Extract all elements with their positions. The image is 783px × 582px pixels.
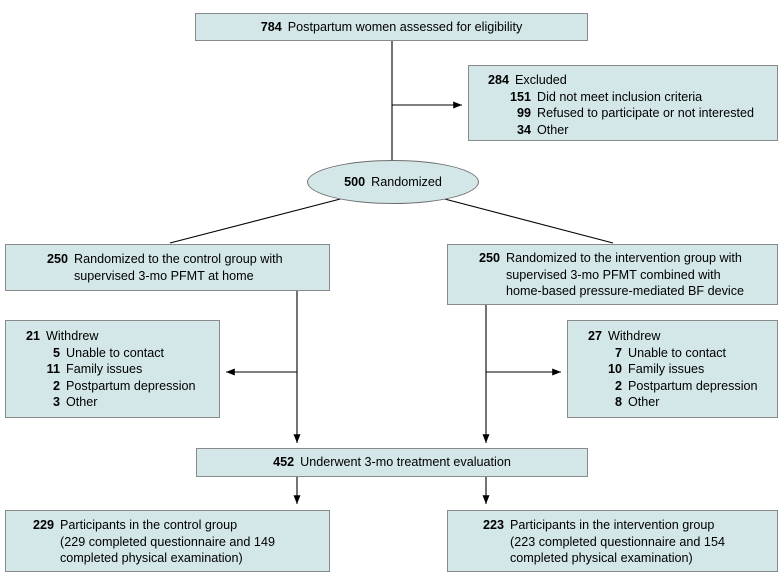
excluded-reason-row: 99 Refused to participate or not interes… (501, 105, 769, 122)
node-control-allocation: 250 Randomized to the control group with… (5, 244, 330, 291)
excluded-label: Excluded (515, 73, 567, 87)
control-analyzed-count: 229 (32, 518, 54, 532)
control-analyzed-line3: completed physical examination) (60, 551, 243, 565)
randomized-label: Randomized (371, 175, 442, 189)
node-control-withdrew: 21 Withdrew 5 Unable to contact 11 Famil… (5, 320, 220, 418)
control-alloc-row: 250 Randomized to the control group with (14, 251, 323, 268)
excluded-reason-label: Other (537, 122, 569, 137)
intervention-alloc-row: 250 Randomized to the intervention group… (456, 250, 771, 267)
control-withdrew-count: 21 (25, 329, 40, 343)
control-alloc-line1: Randomized to the control group with (74, 252, 283, 266)
intervention-withdrew-reason-row: 2 Postpartum depression (598, 378, 771, 395)
assessed-label: Postpartum women assessed for eligibilit… (287, 19, 523, 34)
intervention-alloc-count: 250 (478, 251, 500, 265)
intervention-alloc-line1: Randomized to the intervention group wit… (506, 251, 742, 265)
excluded-reason-row: 34 Other (501, 122, 769, 139)
node-excluded: 284 Excluded 151 Did not meet inclusion … (468, 65, 778, 141)
control-withdrew-reason-label: Unable to contact (66, 345, 165, 360)
intervention-withdrew-reason-label: Other (628, 395, 660, 409)
node-intervention-allocation: 250 Randomized to the intervention group… (447, 244, 778, 305)
control-analyzed-row: (229 completed questionnaire and 149 (14, 534, 323, 551)
intervention-analyzed-line1: Participants in the intervention group (510, 518, 715, 532)
control-analyzed-row: completed physical examination) (14, 550, 323, 567)
control-withdrew-reason-row: 3 Other (36, 394, 213, 411)
intervention-withdrew-reason-label: Family issues (628, 362, 705, 376)
control-withdrew-label: Withdrew (46, 329, 99, 343)
control-withdrew-reason-row: 11 Family issues (36, 361, 213, 378)
control-withdrew-reason-label: Other (66, 395, 98, 409)
control-withdrew-reason-label: Postpartum depression (66, 378, 196, 393)
node-assessed-for-eligibility: 784 Postpartum women assessed for eligib… (195, 13, 588, 41)
intervention-analyzed-line2: (223 completed questionnaire and 154 (510, 534, 725, 549)
intervention-analyzed-row: 223 Participants in the intervention gro… (456, 517, 771, 534)
intervention-alloc-line3: home-based pressure-mediated BF device (506, 284, 745, 298)
control-withdrew-reason-count: 5 (52, 345, 60, 360)
intervention-withdrew-total-row: 27 Withdrew (578, 328, 771, 345)
intervention-withdrew-reason-row: 8 Other (598, 394, 771, 411)
intervention-withdrew-reason-label: Postpartum depression (628, 378, 758, 393)
excluded-reason-count: 34 (516, 122, 531, 137)
excluded-reason-count: 99 (516, 106, 531, 120)
intervention-alloc-row: supervised 3-mo PFMT combined with (456, 267, 771, 284)
intervention-analyzed-count: 223 (482, 518, 504, 532)
excluded-reason-label: Refused to participate or not interested (537, 106, 755, 120)
intervention-withdrew-reason-row: 10 Family issues (598, 361, 771, 378)
control-withdrew-reason-count: 3 (52, 395, 60, 409)
node-control-analyzed: 229 Participants in the control group (2… (5, 510, 330, 572)
node-intervention-analyzed: 223 Participants in the intervention gro… (447, 510, 778, 572)
excluded-reason-label: Did not meet inclusion criteria (537, 89, 703, 104)
excluded-count: 284 (487, 73, 509, 87)
intervention-withdrew-reason-count: 7 (614, 345, 622, 360)
control-alloc-row: supervised 3-mo PFMT at home (14, 268, 323, 285)
intervention-analyzed-row: (223 completed questionnaire and 154 (456, 534, 771, 551)
assessed-count: 784 (260, 19, 282, 34)
control-withdrew-reason-count: 11 (46, 362, 60, 376)
randomized-count: 500 (344, 175, 366, 189)
intervention-withdrew-reason-count: 8 (614, 395, 622, 409)
intervention-alloc-line2: supervised 3-mo PFMT combined with (506, 267, 721, 282)
intervention-analyzed-line3: completed physical examination) (510, 551, 693, 565)
control-alloc-count: 250 (46, 252, 68, 266)
node-underwent-evaluation: 452 Underwent 3-mo treatment evaluation (196, 448, 588, 477)
control-withdrew-reason-row: 5 Unable to contact (36, 345, 213, 362)
intervention-withdrew-reason-count: 10 (607, 362, 622, 376)
excluded-total-row: 284 Excluded (479, 72, 769, 89)
control-analyzed-line2: (229 completed questionnaire and 149 (60, 534, 275, 549)
excluded-reason-row: 151 Did not meet inclusion criteria (501, 89, 769, 106)
intervention-withdrew-count: 27 (587, 329, 602, 343)
evaluated-count: 452 (273, 455, 295, 470)
evaluated-label: Underwent 3-mo treatment evaluation (300, 455, 511, 470)
node-intervention-withdrew: 27 Withdrew 7 Unable to contact 10 Famil… (567, 320, 778, 418)
intervention-withdrew-reason-row: 7 Unable to contact (598, 345, 771, 362)
node-randomized: 500 Randomized (307, 160, 479, 204)
intervention-withdrew-reason-label: Unable to contact (628, 345, 727, 360)
control-withdrew-reason-row: 2 Postpartum depression (36, 378, 213, 395)
control-alloc-line2: supervised 3-mo PFMT at home (74, 268, 254, 283)
control-analyzed-row: 229 Participants in the control group (14, 517, 323, 534)
control-analyzed-line1: Participants in the control group (60, 518, 238, 532)
intervention-alloc-row: home-based pressure-mediated BF device (456, 283, 771, 300)
intervention-withdrew-label: Withdrew (608, 329, 661, 343)
control-withdrew-reason-label: Family issues (66, 362, 143, 376)
excluded-reason-count: 151 (509, 89, 531, 104)
control-withdrew-reason-count: 2 (52, 378, 60, 393)
intervention-analyzed-row: completed physical examination) (456, 550, 771, 567)
intervention-withdrew-reason-count: 2 (614, 378, 622, 393)
control-withdrew-total-row: 21 Withdrew (16, 328, 213, 345)
